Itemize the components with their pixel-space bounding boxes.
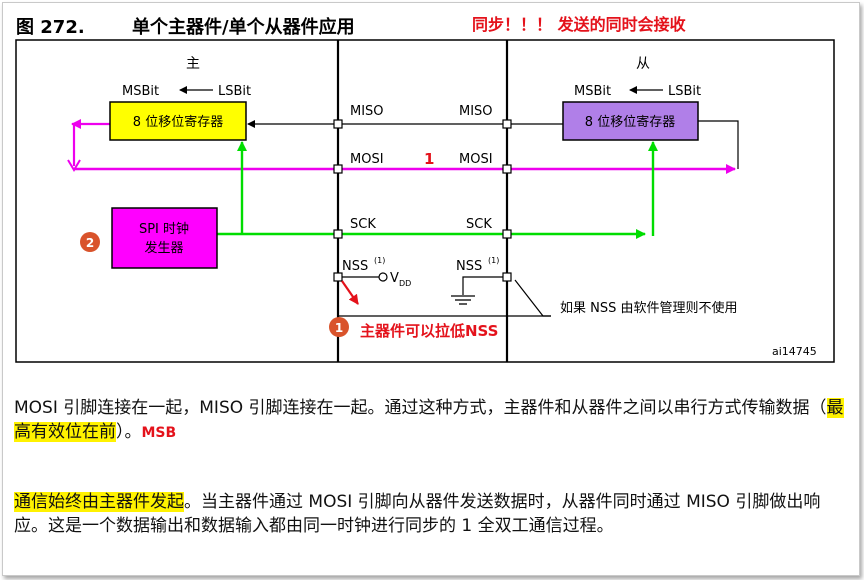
master-sck-pin: SCK: [350, 217, 376, 232]
vdd-terminal: [378, 272, 388, 282]
slave-nss-sup: (1): [488, 256, 499, 265]
slave-sck-pin: SCK: [466, 217, 492, 232]
slave-miso-pin: MISO: [459, 104, 493, 119]
diagram-border: [15, 39, 835, 363]
slave-shift-register: [562, 101, 699, 141]
nss-note: 如果 NSS 由软件管理则不使用: [560, 300, 738, 316]
master-nss-connector: [333, 272, 343, 282]
master-register-label: 8 位移位寄存器: [133, 114, 223, 130]
figure-title: 单个主器件/单个从器件应用: [132, 16, 355, 38]
slave-mosi-connector: [502, 164, 512, 174]
master-loop-chevron: [67, 159, 81, 172]
nss-red-arrow: [341, 280, 359, 305]
slave-nss-connector: [502, 272, 512, 282]
master-lsbit: LSBit: [218, 84, 251, 99]
master-miso-pin: MISO: [350, 104, 384, 119]
vdd-label: V: [390, 271, 399, 286]
master-sck-connector: [333, 229, 343, 239]
badge-2: [80, 232, 100, 252]
slave-label: 从: [636, 56, 650, 72]
paragraph-1-text-b: ）。: [116, 422, 142, 442]
badge-2-label: 2: [86, 236, 94, 250]
badge-1: [329, 317, 349, 337]
msb-note: MSB: [141, 425, 177, 441]
master-msbit: MSBit: [122, 84, 159, 99]
spi-diagram: 图 272. 单个主器件/单个从器件应用 同步！！！ 发送的同时会接收 主 从 …: [15, 15, 835, 363]
spi-clock-generator: [111, 207, 218, 269]
paragraph-1-text-a: MOSI 引脚连接在一起，MISO 引脚连接在一起。通过这种方式，主器件和从器件…: [14, 398, 827, 418]
figure-number: 图 272.: [16, 17, 85, 38]
slave-sck-connector: [502, 229, 512, 239]
clock-gen-line2: 发生器: [144, 240, 183, 256]
nss-note-bracket: [514, 279, 551, 317]
slave-msbit: MSBit: [574, 84, 611, 99]
master-mosi-connector: [333, 164, 343, 174]
slave-register-label: 8 位移位寄存器: [585, 114, 675, 130]
paragraph-2-text: 。当主器件通过 MOSI 引脚向从器件发送数据时，从器件同时通过 MISO 引脚…: [14, 492, 821, 536]
sync-note: 同步！！！ 发送的同时会接收: [472, 15, 686, 34]
slave-loop: [698, 120, 739, 169]
slave-nss-pin: NSS: [456, 259, 482, 274]
badge-1-label: 1: [335, 321, 343, 335]
master-label: 主: [186, 56, 200, 72]
paragraph-1: MOSI 引脚连接在一起，MISO 引脚连接在一起。通过这种方式，主器件和从器件…: [14, 396, 850, 445]
paragraph-2: 通信始终由主器件发起。当主器件通过 MOSI 引脚向从器件发送数据时，从器件同时…: [14, 490, 850, 538]
paragraph-2-highlight: 通信始终由主器件发起: [14, 492, 184, 512]
master-nss-sup: (1): [374, 256, 385, 265]
figure-id: ai14745: [772, 345, 817, 358]
ground-wire: [462, 276, 503, 295]
slave-miso-connector: [502, 119, 512, 129]
clock-gen-line1: SPI 时钟: [139, 221, 189, 237]
vdd-sub: DD: [399, 279, 411, 288]
nss-annotation: 主器件可以拉低NSS: [360, 322, 499, 340]
master-mosi-pin: MOSI: [350, 152, 384, 167]
master-shift-register: [109, 101, 247, 141]
slave-mosi-pin: MOSI: [459, 152, 493, 167]
slave-lsbit: LSBit: [668, 84, 701, 99]
mosi-annotation: 1: [424, 150, 434, 168]
master-nss-pin: NSS: [342, 259, 368, 274]
master-miso-connector: [333, 119, 343, 129]
